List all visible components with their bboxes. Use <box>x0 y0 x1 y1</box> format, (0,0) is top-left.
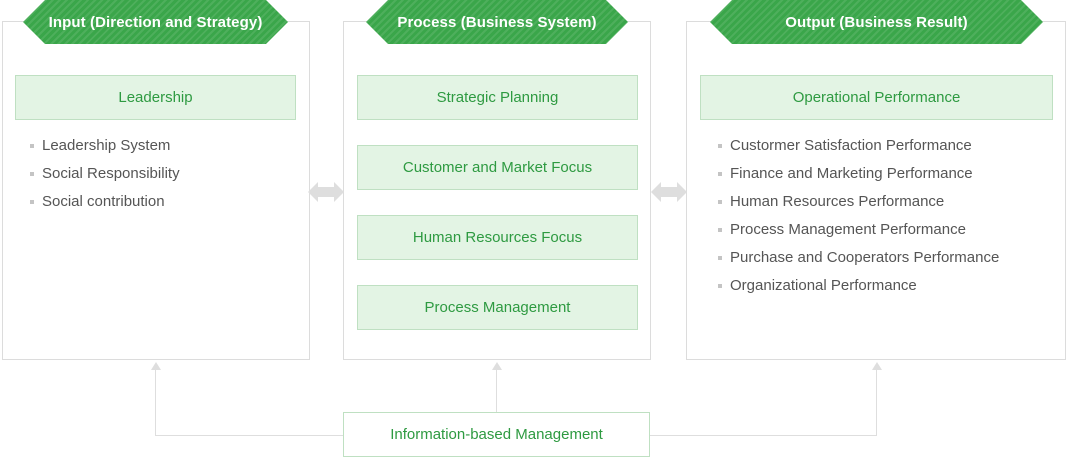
list-item: Social contribution <box>30 188 180 216</box>
double-arrow-icon <box>308 182 344 202</box>
connector-line <box>650 435 877 436</box>
list-item-label: Custormer Satisfaction Performance <box>730 137 972 154</box>
up-arrow-icon <box>151 362 161 370</box>
list-item-label: Social contribution <box>42 193 165 210</box>
list-item: Finance and Marketing Performance <box>718 160 999 188</box>
process-management-box: Process Management <box>357 285 638 330</box>
bullet-icon <box>718 228 722 232</box>
bullet-icon <box>30 200 34 204</box>
connector-line <box>876 370 877 436</box>
list-item: Leadership System <box>30 132 180 160</box>
output-list: Custormer Satisfaction Performance Finan… <box>718 132 999 300</box>
strategic-planning-box: Strategic Planning <box>357 75 638 120</box>
bullet-icon <box>30 172 34 176</box>
human-resources-focus-box: Human Resources Focus <box>357 215 638 260</box>
input-list: Leadership System Social Responsibility … <box>30 132 180 216</box>
bullet-icon <box>30 144 34 148</box>
bullet-icon <box>718 256 722 260</box>
list-item: Organizational Performance <box>718 272 999 300</box>
bullet-icon <box>718 144 722 148</box>
output-header: Output (Business Result) <box>710 0 1043 44</box>
list-item: Custormer Satisfaction Performance <box>718 132 999 160</box>
connector-line <box>496 370 497 412</box>
customer-market-focus-box: Customer and Market Focus <box>357 145 638 190</box>
connector-line <box>155 370 156 436</box>
bullet-icon <box>718 172 722 176</box>
list-item-label: Leadership System <box>42 137 171 154</box>
list-item: Process Management Performance <box>718 216 999 244</box>
list-item-label: Process Management Performance <box>730 221 966 238</box>
list-item: Purchase and Cooperators Performance <box>718 244 999 272</box>
bullet-icon <box>718 200 722 204</box>
leadership-box: Leadership <box>15 75 296 120</box>
input-header: Input (Direction and Strategy) <box>23 0 288 44</box>
list-item: Social Responsibility <box>30 160 180 188</box>
list-item-label: Finance and Marketing Performance <box>730 165 973 182</box>
connector-line <box>155 435 343 436</box>
information-management-box: Information-based Management <box>343 412 650 457</box>
list-item-label: Purchase and Cooperators Performance <box>730 249 1000 266</box>
up-arrow-icon <box>492 362 502 370</box>
list-item: Human Resources Performance <box>718 188 999 216</box>
list-item-label: Organizational Performance <box>730 277 917 294</box>
double-arrow-icon <box>651 182 687 202</box>
bullet-icon <box>718 284 722 288</box>
process-header: Process (Business System) <box>366 0 628 44</box>
list-item-label: Social Responsibility <box>42 165 180 182</box>
up-arrow-icon <box>872 362 882 370</box>
operational-performance-box: Operational Performance <box>700 75 1053 120</box>
list-item-label: Human Resources Performance <box>730 193 945 210</box>
